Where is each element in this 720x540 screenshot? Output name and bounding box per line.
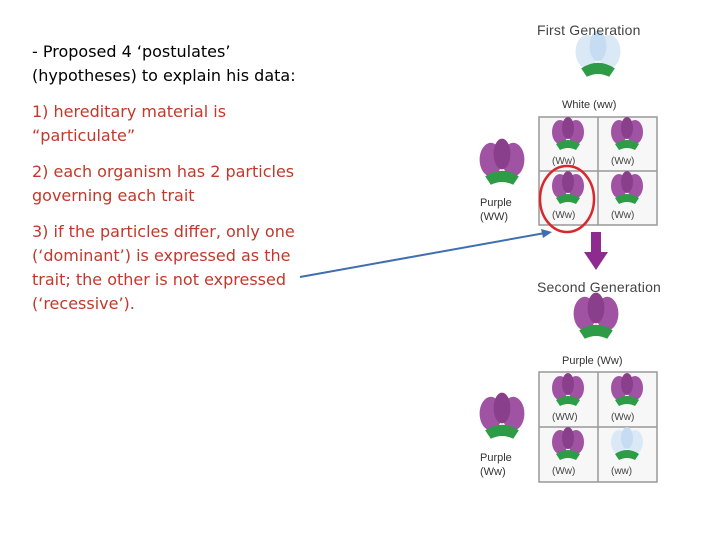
pointer-arrow (299, 232, 546, 278)
grid2-flower-2 (611, 373, 643, 406)
grid2-cell-4-label: (ww) (611, 466, 633, 477)
grid2-cell-2-label: (Ww) (611, 412, 635, 423)
first-generation-label: First Generation (537, 22, 641, 38)
second-generation-label: Second Generation (537, 279, 662, 295)
grid2-flower-4 (611, 427, 643, 460)
grid2-cell-1-label: (WW) (552, 412, 578, 423)
highlight-circle (538, 164, 596, 234)
grid1-flower-3 (552, 171, 584, 204)
postulates-text: - Proposed 4 ‘postulates’ (hypotheses) t… (32, 40, 312, 328)
grid1-flower-2 (611, 117, 643, 150)
purple-parent-1-genotype: (WW) (480, 211, 509, 223)
white-parent-label: White (ww) (562, 99, 617, 111)
purple-f1-flower (573, 292, 619, 339)
purple-parent-2-label: Purple (480, 452, 512, 464)
grid1-cell-3-label: (Ww) (552, 210, 576, 221)
grid2-flower-3 (552, 427, 584, 460)
grid2-flower-1 (552, 373, 584, 406)
purple-f1-label: Purple (Ww) (562, 355, 623, 367)
grid1-flower-4 (611, 171, 643, 204)
generation-down-arrow (584, 232, 608, 270)
purple-parent-flower-1 (479, 138, 525, 185)
purple-parent-2-genotype: (Ww) (480, 466, 506, 478)
postulate-2: 2) each organism has 2 particles governi… (32, 162, 295, 205)
intro-bullet: - Proposed 4 ‘postulates’ (hypotheses) t… (32, 42, 296, 85)
grid1-cell-4-label: (Ww) (611, 210, 635, 221)
purple-parent-flower-2 (479, 392, 525, 439)
grid2-cell-3-label: (Ww) (552, 466, 576, 477)
grid1-cell-1-label: (Ww) (552, 156, 576, 167)
purple-parent-1-label: Purple (480, 197, 512, 209)
postulate-1: 1) hereditary material is “particulate” (32, 102, 227, 145)
postulate-3: 3) if the particles differ, only one (‘d… (32, 222, 295, 313)
grid1-cell-2-label: (Ww) (611, 156, 635, 167)
grid1-flower-1 (552, 117, 584, 150)
